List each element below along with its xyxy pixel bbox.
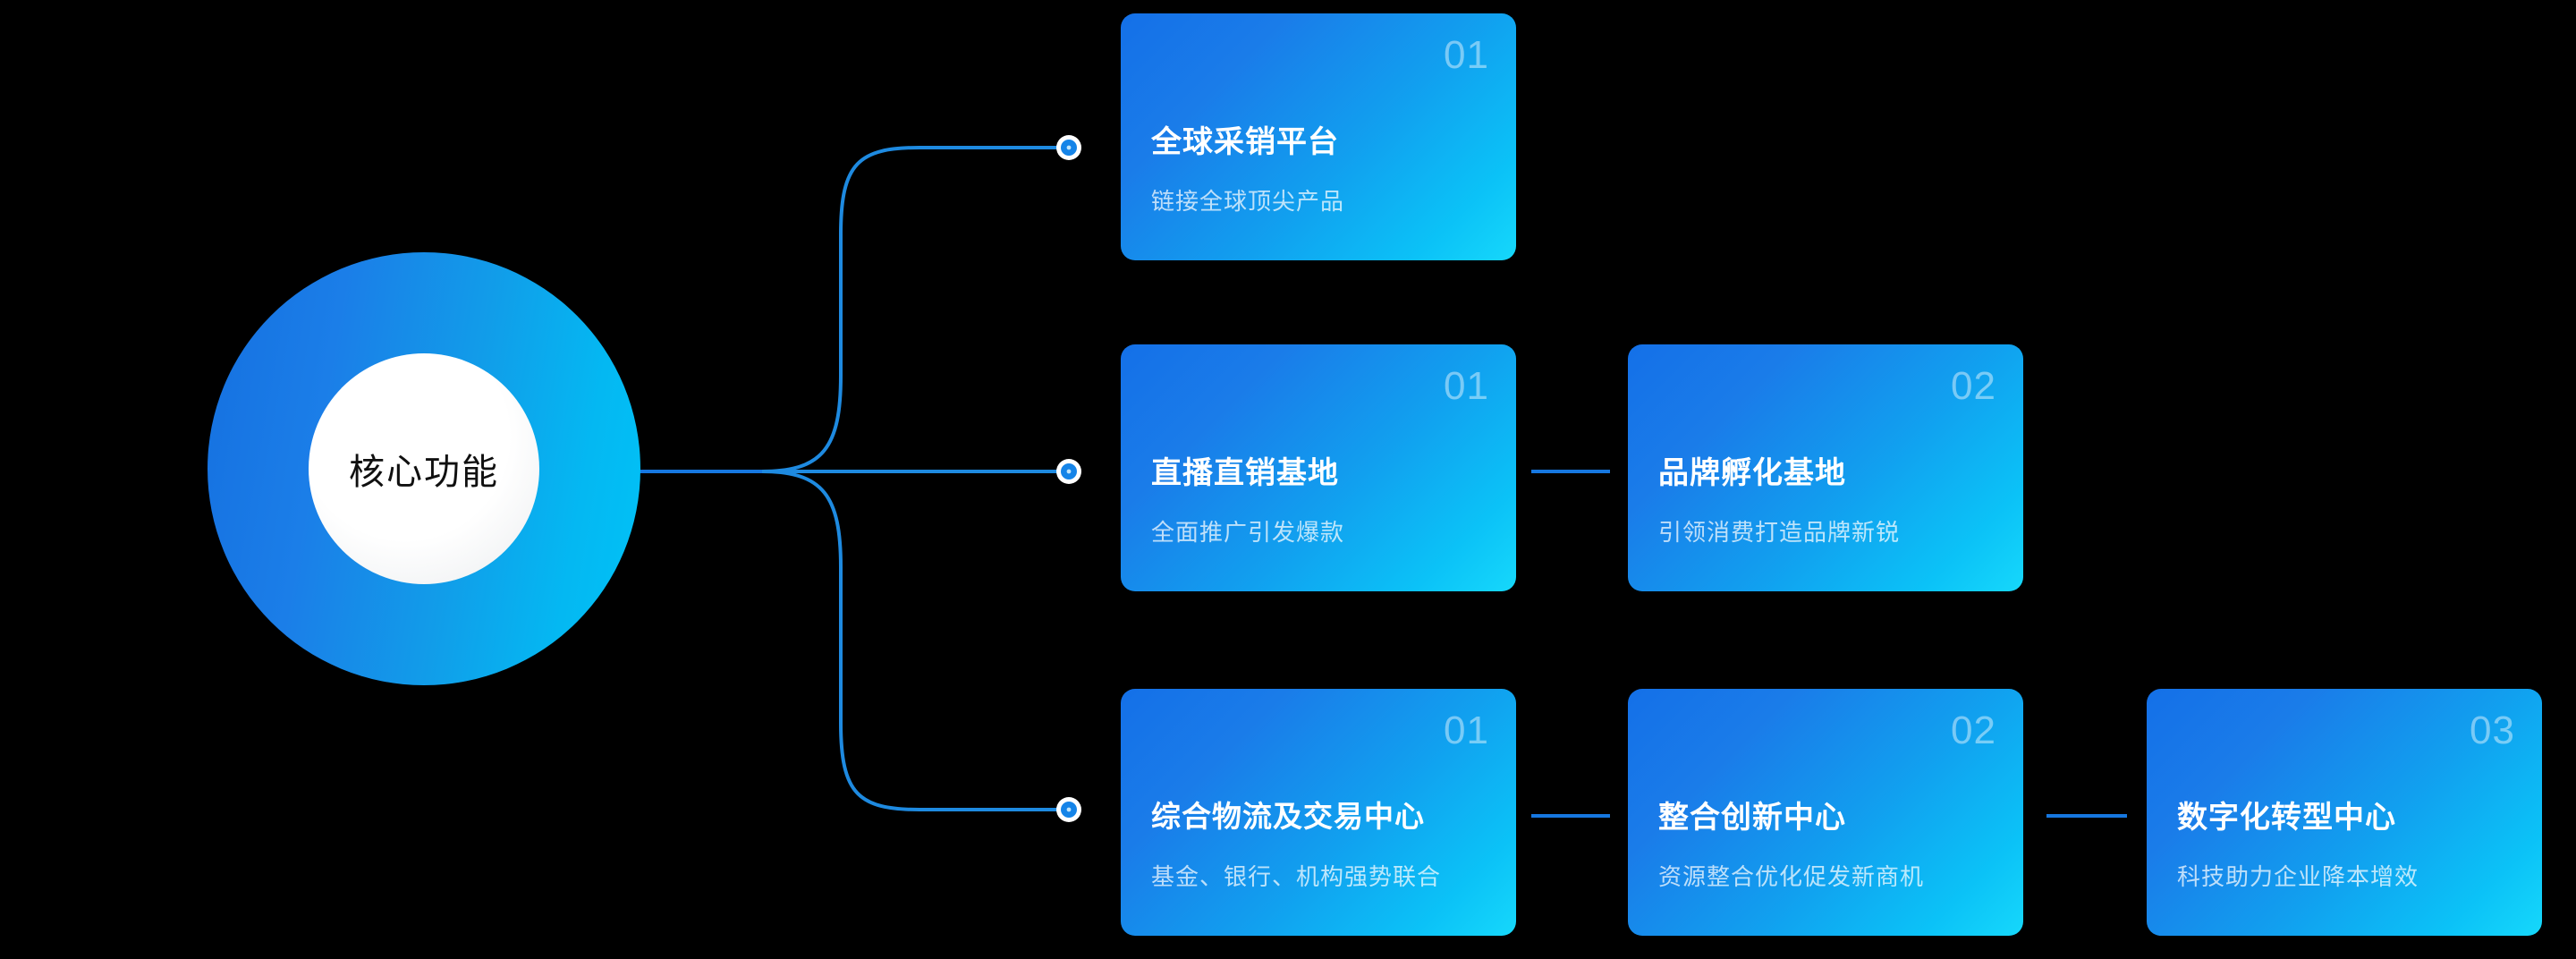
card-number: 01 [1444,364,1489,408]
card-subtitle: 全面推广引发爆款 [1151,519,1345,546]
card-number: 02 [1951,709,1996,752]
card-row2-col2[interactable]: 02 品牌孵化基地 引领消费打造品牌新锐 [1628,344,2023,591]
card-title: 数字化转型中心 [2177,801,2396,835]
card-row3-col3[interactable]: 03 数字化转型中心 科技助力企业降本增效 [2147,689,2542,936]
card-subtitle: 引领消费打造品牌新锐 [1658,519,1901,546]
connector-dot-row3[interactable] [1056,797,1081,822]
connector-dot-row2[interactable] [1056,459,1081,484]
card-row1-col1[interactable]: 01 全球采销平台 链接全球顶尖产品 [1121,13,1516,260]
hub-label: 核心功能 [349,453,499,492]
card-subtitle: 科技助力企业降本增效 [2177,863,2419,890]
card-number: 01 [1444,709,1489,752]
card-row2-col1[interactable]: 01 直播直销基地 全面推广引发爆款 [1121,344,1516,591]
hub-inner-circle: 核心功能 [309,353,539,584]
connector-branch-row1 [761,146,1061,473]
hub-circle[interactable]: 核心功能 [208,252,640,685]
card-title: 全球采销平台 [1151,125,1339,159]
card-row3-col2[interactable]: 02 整合创新中心 资源整合优化促发新商机 [1628,689,2023,936]
card-title: 综合物流及交易中心 [1151,800,1425,833]
card-subtitle: 链接全球顶尖产品 [1151,188,1345,215]
connector-dot-row1[interactable] [1056,135,1081,160]
card-subtitle: 基金、银行、机构强势联合 [1151,863,1442,890]
card-title: 直播直销基地 [1151,456,1339,490]
connector-branch-row3 [761,470,1061,811]
card-title: 品牌孵化基地 [1658,456,1846,490]
card-number: 02 [1951,364,1996,408]
card-title: 整合创新中心 [1658,801,1846,835]
card-row3-col1[interactable]: 01 综合物流及交易中心 基金、银行、机构强势联合 [1121,689,1516,936]
card-number: 01 [1444,33,1489,77]
card-subtitle: 资源整合优化促发新商机 [1658,863,1925,890]
card-number: 03 [2470,709,2515,752]
